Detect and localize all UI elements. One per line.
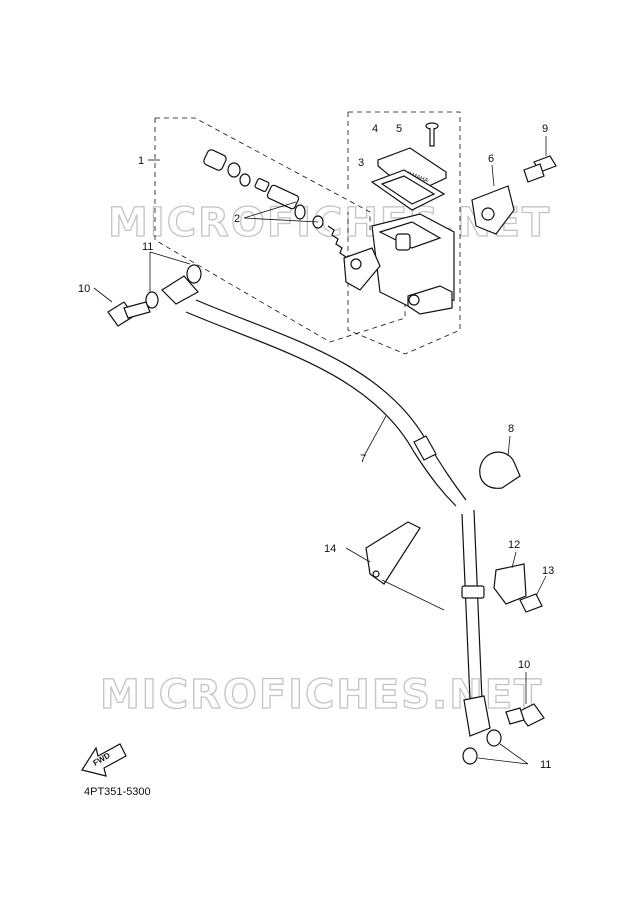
leader-8 bbox=[507, 435, 511, 457]
leader-7 bbox=[363, 415, 387, 457]
leader-2 bbox=[243, 201, 319, 223]
callout-11-bottom: 11 bbox=[540, 759, 551, 771]
diaphragm bbox=[370, 169, 446, 211]
banjo-bolt-top bbox=[107, 264, 202, 327]
callout-7: 7 bbox=[360, 453, 366, 465]
assembly-outline bbox=[154, 111, 461, 355]
callout-10-bottom: 10 bbox=[518, 659, 530, 671]
holder-6 bbox=[471, 185, 515, 235]
callout-1: 1 bbox=[138, 155, 144, 167]
leader-11-top bbox=[149, 251, 191, 292]
callout-11-top: 11 bbox=[142, 241, 153, 253]
diagram-code: 4PT351-5300 bbox=[84, 786, 151, 798]
clamp-8 bbox=[479, 451, 521, 489]
callout-3: 3 bbox=[358, 157, 364, 169]
callout-13: 13 bbox=[542, 565, 554, 577]
callout-2: 2 bbox=[234, 213, 240, 225]
callout-4: 4 bbox=[372, 123, 378, 135]
callout-12: 12 bbox=[508, 539, 520, 551]
callout-10-top: 10 bbox=[78, 283, 90, 295]
leader-10-top bbox=[93, 287, 113, 303]
banjo-bolt-bottom bbox=[462, 703, 545, 765]
callout-9: 9 bbox=[542, 123, 548, 135]
leader-14 bbox=[345, 547, 445, 611]
brake-hose bbox=[185, 299, 491, 737]
callout-14: 14 bbox=[324, 543, 336, 555]
fwd-arrow: FWD bbox=[81, 743, 127, 777]
bolt-13 bbox=[519, 593, 543, 613]
leader-11-bottom bbox=[477, 743, 529, 765]
bolt-9 bbox=[523, 155, 557, 183]
screw-5 bbox=[425, 122, 439, 147]
callout-6: 6 bbox=[488, 153, 494, 165]
callout-5: 5 bbox=[396, 123, 402, 135]
clip-12 bbox=[493, 563, 527, 605]
leader-12 bbox=[511, 551, 517, 569]
master-cylinder bbox=[343, 213, 455, 315]
leader-6 bbox=[491, 164, 495, 187]
callout-8: 8 bbox=[508, 423, 514, 435]
piston-kit bbox=[203, 149, 347, 263]
bracket-14 bbox=[365, 521, 421, 585]
leader-13 bbox=[535, 575, 547, 597]
